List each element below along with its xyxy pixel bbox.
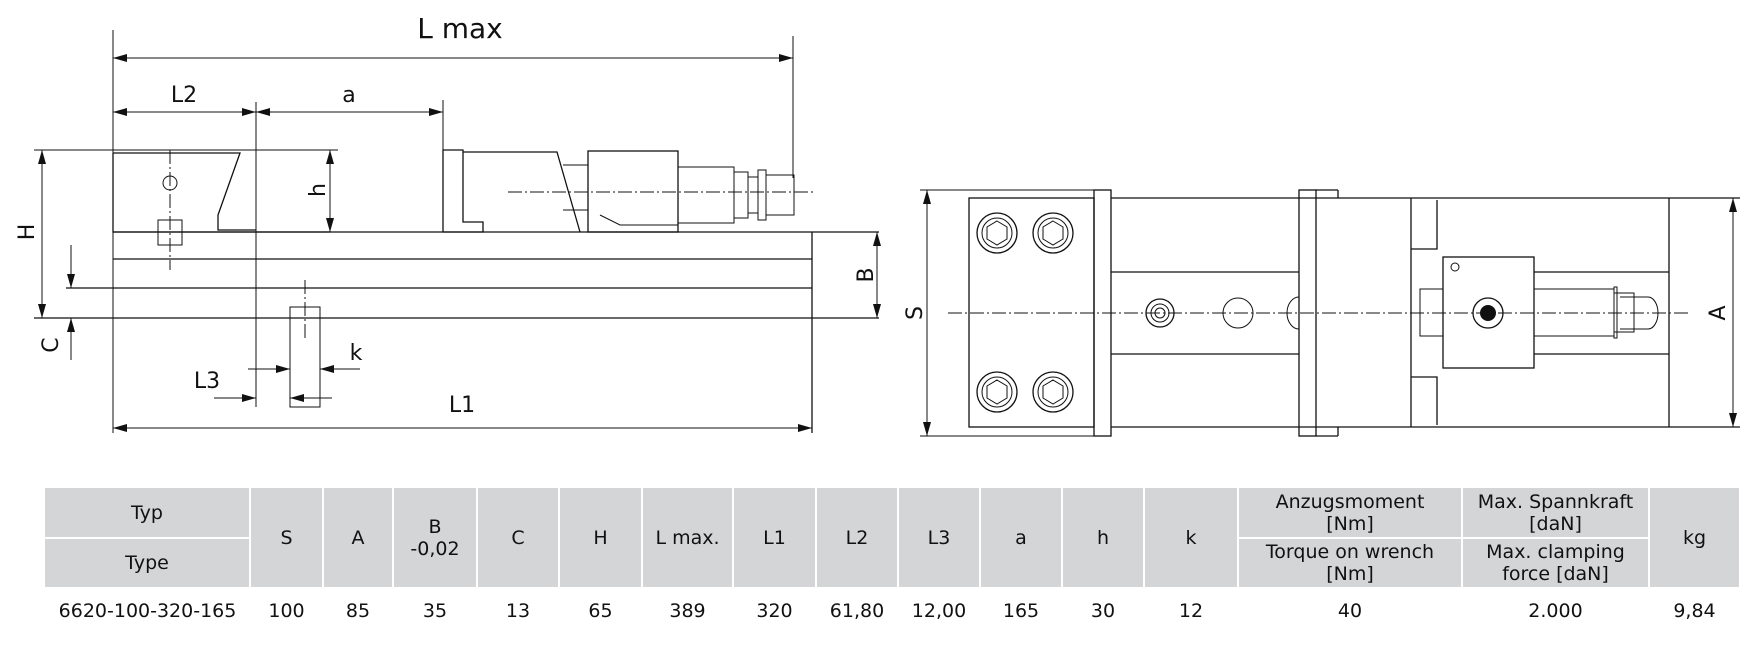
cell-L2: 61,80 <box>829 600 885 622</box>
header-torque-de-line1: Anzugsmoment <box>1275 490 1425 513</box>
header-B: B-0,02 <box>393 488 478 589</box>
C-label: C <box>39 337 64 352</box>
header-L3: L3 <box>898 488 981 589</box>
header-typ: Typ <box>45 488 251 539</box>
cell-C: 13 <box>505 600 531 622</box>
cell-torque: 40 <box>1337 600 1363 622</box>
cell-a: 165 <box>1002 600 1040 622</box>
header-kg: kg <box>1649 488 1741 589</box>
cell-lmax: 389 <box>669 600 706 622</box>
l2-label: L2 <box>171 83 197 108</box>
cell-L3: 12,00 <box>911 600 967 622</box>
cell-S: 100 <box>268 600 305 622</box>
header-type: Type <box>45 538 251 589</box>
header-lmax: L max. <box>642 488 734 589</box>
cell-L1: 320 <box>756 600 793 622</box>
lmax-label: L max <box>417 12 503 45</box>
A-label: A <box>1706 305 1731 320</box>
header-force-de-line2: [daN] <box>1529 512 1582 535</box>
header-torque-en-line2: [Nm] <box>1326 563 1374 585</box>
cell-kg: 9,84 <box>1673 600 1716 622</box>
header-torque-en-line1: Torque on wrench <box>1265 541 1435 563</box>
header-L1: L1 <box>733 488 817 589</box>
B-label: B <box>854 267 879 282</box>
h-label: h <box>306 183 331 197</box>
cell-B: 35 <box>422 600 448 622</box>
l1-label: L1 <box>449 393 475 418</box>
header-torque-de: Anzugsmoment[Nm] <box>1238 488 1463 539</box>
screw-icons <box>976 212 1074 413</box>
header-k: k <box>1144 488 1239 589</box>
cell-type: 6620-100-320-165 <box>58 600 237 622</box>
header-L2: L2 <box>816 488 899 589</box>
technical-drawing: L max L2 a H h B C <box>15 12 1740 437</box>
header-a: a <box>980 488 1063 589</box>
header-B-label: B <box>428 515 442 538</box>
header-S: S <box>250 488 324 589</box>
a-label: a <box>342 83 355 108</box>
specification-table: Typ S A B-0,02 C H L max. L1 L2 L3 a h k… <box>45 488 1741 633</box>
top-view: S A <box>903 189 1740 437</box>
header-B-tolerance: -0,02 <box>410 537 460 560</box>
cell-H: 65 <box>588 600 613 622</box>
header-h: h <box>1062 488 1145 589</box>
cell-A: 85 <box>345 600 371 622</box>
l3-label: L3 <box>194 369 220 394</box>
cell-force: 2.000 <box>1528 600 1583 622</box>
cell-h: 30 <box>1090 600 1116 622</box>
header-A: A <box>323 488 394 589</box>
header-force-en-line1: Max. clamping <box>1486 541 1625 563</box>
header-force-de: Max. Spannkraft[daN] <box>1462 488 1650 539</box>
header-C: C <box>477 488 560 589</box>
k-label: k <box>350 341 363 366</box>
table-row: 6620-100-320-165 100 85 35 13 65 389 320… <box>45 588 1740 633</box>
S-label: S <box>903 306 928 320</box>
header-H: H <box>559 488 643 589</box>
header-torque-de-line2: [Nm] <box>1326 512 1374 535</box>
header-force-en-line2: force [daN] <box>1502 563 1609 585</box>
side-view: L max L2 a H h B C <box>15 12 881 433</box>
header-torque-en: Torque on wrench[Nm] <box>1238 538 1463 589</box>
cell-k: 12 <box>1178 600 1204 622</box>
header-force-de-line1: Max. Spannkraft <box>1477 490 1634 513</box>
H-label: H <box>15 224 40 241</box>
